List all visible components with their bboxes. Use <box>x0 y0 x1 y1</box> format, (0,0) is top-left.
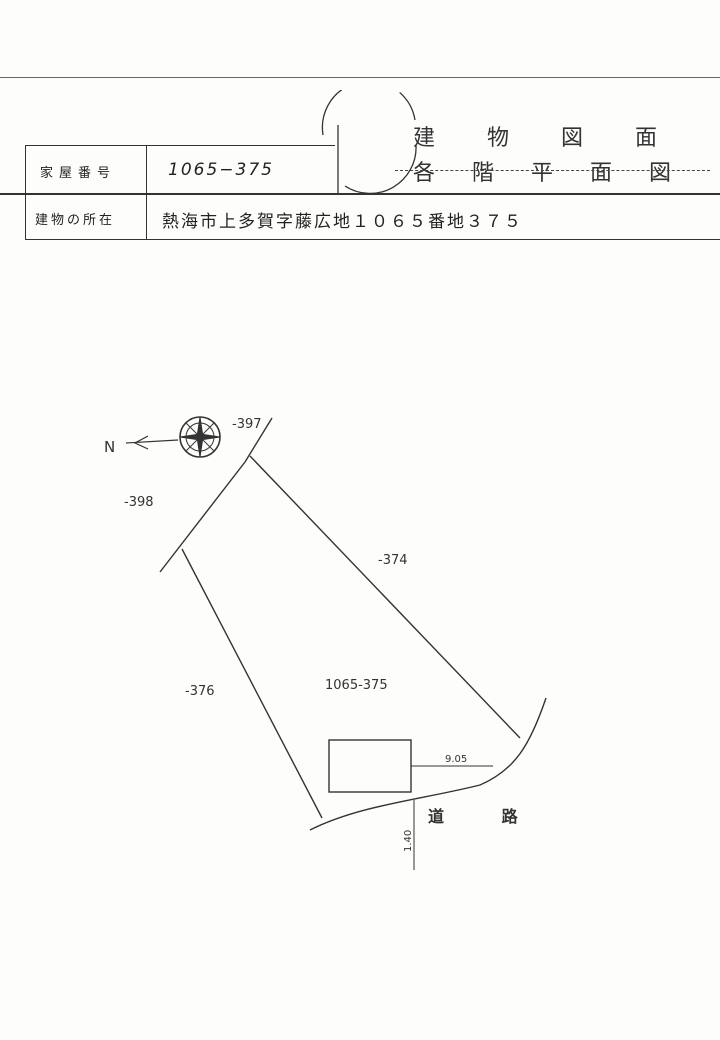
table-middle-line <box>0 193 720 195</box>
distance-road-label: 9.05 <box>445 754 467 765</box>
location-value: 熱海市上多賀字藤広地１０６５番地３７５ <box>162 212 523 232</box>
neighbor-376: -376 <box>185 684 215 699</box>
north-mark: N <box>104 438 115 456</box>
table-bottom-line <box>25 239 720 240</box>
seal-circle <box>321 90 417 195</box>
location-label: 建物の所在 <box>35 213 116 228</box>
road-label: 道 路 <box>428 807 544 826</box>
neighbor-397: -397 <box>232 417 262 432</box>
title-strike-line <box>395 170 710 171</box>
table-left-line <box>25 145 26 240</box>
neighbor-374: -374 <box>378 553 408 568</box>
north-arrow-icon <box>125 435 179 450</box>
building-footprint <box>328 739 412 793</box>
distance-building-label: 1.40 <box>403 830 414 852</box>
neighbor-398: -398 <box>124 495 154 510</box>
table-top-line <box>25 145 335 146</box>
lot-number-label: 1065-375 <box>325 678 388 693</box>
title-line1: 建物図面 <box>413 126 710 151</box>
compass-rose-icon <box>179 416 221 458</box>
house-number-value: 1065−375 <box>168 160 274 180</box>
lot-boundary <box>159 417 547 831</box>
table-divider-line <box>146 145 147 240</box>
top-border <box>0 77 720 78</box>
house-number-label: 家屋番号 <box>40 166 117 181</box>
title-line2: 各階平面図 <box>413 161 709 186</box>
